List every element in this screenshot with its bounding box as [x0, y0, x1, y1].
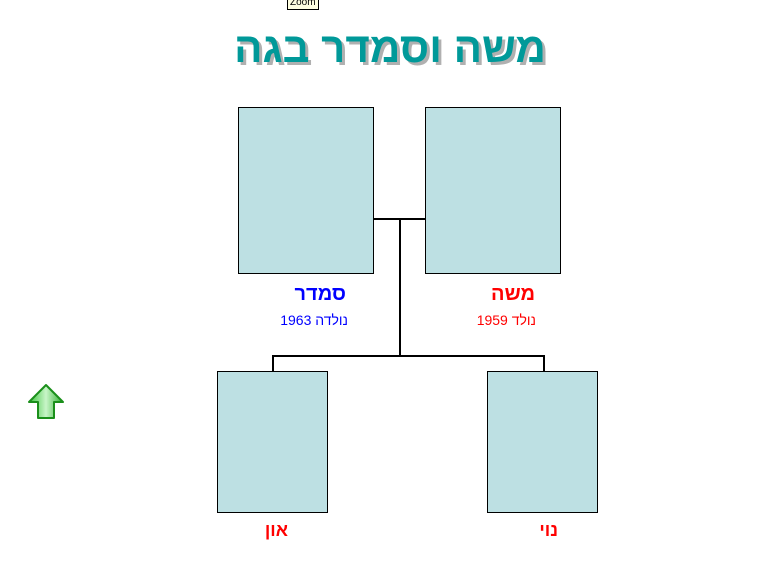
descent-line	[399, 218, 401, 357]
child-name: און	[264, 520, 288, 540]
photo-samdar	[238, 107, 374, 274]
child-connector	[543, 355, 545, 372]
parent-name: סמדר	[294, 283, 346, 305]
parent-birth: נולד 1959	[476, 312, 536, 328]
photo-child-noi	[487, 371, 598, 513]
up-arrow-icon[interactable]	[27, 383, 65, 421]
child-name: נוי	[539, 520, 558, 540]
parent-birth: נולדה 1963	[280, 312, 348, 328]
zoom-tooltip: Zoom	[287, 0, 319, 10]
photo-child-aon	[217, 371, 328, 513]
page-title: משה וסמדר בגה	[234, 24, 546, 71]
photo-moshe	[425, 107, 561, 274]
parent-name: משה	[491, 283, 535, 305]
child-connector	[272, 355, 274, 372]
children-line	[272, 355, 545, 357]
